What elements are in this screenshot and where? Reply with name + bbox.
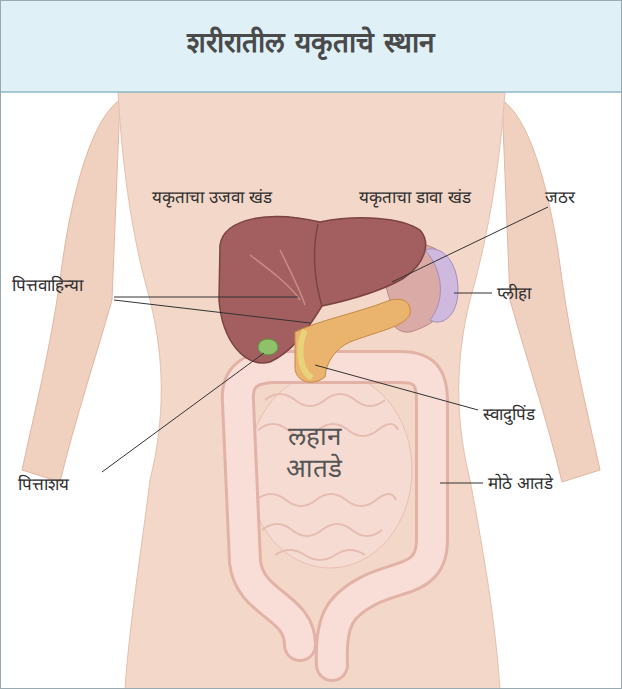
torso bbox=[22, 92, 600, 689]
duodenum bbox=[300, 330, 312, 378]
part-label: स्वादुपिंड bbox=[483, 404, 535, 424]
intestine-folds bbox=[256, 394, 398, 560]
part-label: प्लीहा bbox=[497, 283, 531, 303]
small-intestine bbox=[248, 372, 412, 568]
part-label: जठर bbox=[545, 187, 575, 207]
title-band-border bbox=[0, 91, 622, 93]
part-label: लहान आतडे bbox=[264, 420, 364, 485]
pancreas bbox=[295, 299, 410, 382]
colon bbox=[238, 367, 432, 665]
colon-outline bbox=[238, 367, 432, 665]
leader-line bbox=[454, 293, 492, 294]
small-intestine-mass bbox=[248, 372, 412, 568]
torso-body bbox=[118, 92, 505, 689]
title-band bbox=[0, 0, 622, 92]
part-label: पित्तवाहिन्या bbox=[12, 275, 83, 295]
spleen bbox=[425, 249, 458, 322]
gallbladder bbox=[258, 339, 278, 355]
leader-line bbox=[440, 483, 483, 484]
large-intestine bbox=[238, 367, 432, 665]
part-label: यकृताचा डावा खंड bbox=[359, 187, 471, 207]
part-label: यकृताचा उजवा खंड bbox=[152, 187, 273, 207]
leader-line bbox=[114, 300, 310, 323]
leader-line bbox=[315, 365, 478, 410]
liver-lobe-division bbox=[315, 224, 322, 306]
leader-line bbox=[392, 207, 548, 282]
leader-line bbox=[102, 353, 264, 472]
leader-line bbox=[114, 297, 298, 298]
part-label: पित्ताशय bbox=[18, 474, 69, 494]
part-label: मोठे आतडे bbox=[488, 473, 553, 493]
diagram-title: शरीरातील यकृताचे स्थान bbox=[0, 22, 622, 60]
